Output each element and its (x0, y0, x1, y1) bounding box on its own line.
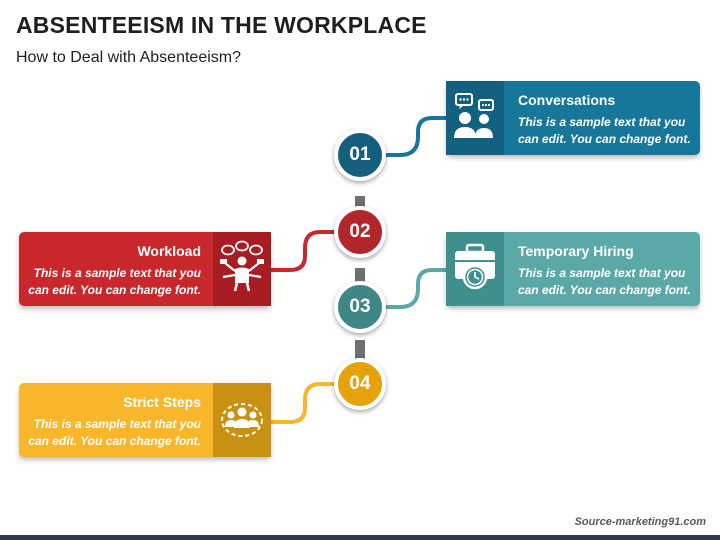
step-heading: Conversations (518, 92, 616, 108)
briefcase-clock-icon (450, 239, 500, 300)
step-icon-box (446, 232, 504, 306)
step-body-text: This is a sample text that you can edit.… (518, 115, 691, 146)
step-card-temporary-hiring: Temporary Hiring This is a sample text t… (446, 232, 700, 306)
step-body-text: This is a sample text that you can edit.… (28, 417, 201, 448)
step-icon-box (213, 383, 271, 457)
step-heading: Strict Steps (123, 394, 201, 410)
step-heading: Workload (137, 243, 201, 259)
step-icon-box (213, 232, 271, 306)
busy-worker-icon (217, 239, 267, 300)
source-credit: Source-marketing91.com (574, 516, 706, 528)
fenced-team-icon (217, 390, 267, 451)
step-body-text: This is a sample text that you can edit.… (518, 266, 691, 297)
page-subtitle: How to Deal with Absenteeism? (16, 49, 241, 66)
bottom-bar (0, 535, 720, 540)
step-number-02: 02 (334, 206, 386, 258)
step-icon-box (446, 81, 504, 155)
connector-02 (270, 230, 334, 272)
step-number-01: 01 (334, 129, 386, 181)
step-body-text: This is a sample text that you can edit.… (28, 266, 201, 297)
connector-04 (270, 382, 334, 424)
connector-03 (386, 268, 446, 309)
step-card-strict-steps: Strict Steps This is a sample text that … (19, 383, 271, 457)
step-heading: Temporary Hiring (518, 243, 634, 259)
step-number-03: 03 (334, 281, 386, 333)
conversation-people-icon (450, 88, 500, 149)
step-card-workload: Workload This is a sample text that you … (19, 232, 271, 306)
connector-01 (386, 116, 446, 157)
page-title: ABSENTEEISM IN THE WORKPLACE (16, 12, 427, 38)
step-card-conversations: Conversations This is a sample text that… (446, 81, 700, 155)
step-number-04: 04 (334, 358, 386, 410)
